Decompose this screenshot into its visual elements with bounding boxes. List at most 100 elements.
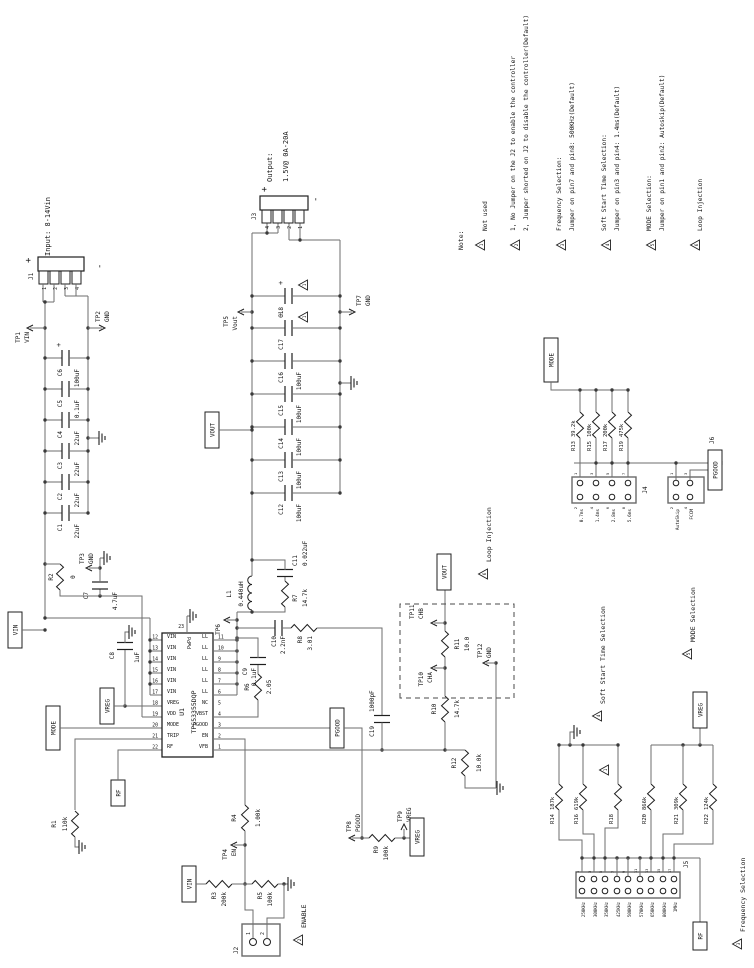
pin-number: 2	[53, 287, 59, 290]
label: 110k	[62, 816, 69, 831]
junction-dot	[592, 856, 596, 860]
label: TP11	[409, 604, 416, 619]
label: R11	[454, 638, 461, 649]
pin-number: 4	[75, 287, 81, 290]
note-flag-icon	[731, 938, 742, 950]
connector-j4-pin	[608, 479, 616, 487]
junction-dot	[250, 458, 254, 462]
ic-pad-name: PwPd	[187, 637, 193, 649]
label: C10	[271, 636, 278, 647]
ic-pin-number: 10	[218, 646, 224, 652]
pin-number: 3	[683, 473, 688, 475]
pin-number: 2	[573, 507, 578, 509]
component-value: 22uF	[74, 524, 81, 539]
junction-dot	[148, 682, 152, 686]
connector-ref: J3	[251, 212, 258, 220]
pin-number: 15	[657, 869, 661, 873]
pin-number: 1	[298, 226, 304, 229]
label: 100uF	[296, 405, 303, 423]
label: 124k	[704, 796, 710, 810]
ic-pin-number: 11	[218, 635, 224, 641]
label: TP1	[15, 332, 22, 343]
junction-dot	[594, 461, 598, 465]
resistor-symbol	[575, 411, 585, 439]
label: 100uF	[296, 438, 303, 456]
ic-part-number: TPS53355DQP	[190, 690, 198, 733]
label: C15	[278, 405, 285, 416]
connector-j2-body	[241, 923, 281, 957]
label: 100k	[587, 423, 593, 437]
net-label: VREG	[105, 699, 111, 713]
jumper-option-label: 570KHz	[639, 902, 644, 918]
label: TP10	[418, 672, 425, 687]
label: R22	[704, 814, 710, 824]
label: TP5	[223, 316, 230, 327]
resistor-symbol	[55, 563, 65, 591]
connector-j6-body	[667, 476, 705, 504]
label: R2	[48, 573, 55, 581]
net-label: PGOOD	[713, 461, 719, 479]
resistor-symbol	[240, 804, 250, 832]
jumper-option-label: 350KHz	[604, 902, 609, 918]
pin-number: 1	[669, 472, 674, 475]
junction-dot	[43, 511, 47, 515]
junction-dot	[43, 616, 47, 620]
junction-dot	[250, 428, 254, 432]
connector-j5-pin	[636, 875, 644, 883]
connector-j4-pin	[608, 493, 616, 501]
label: C11	[292, 555, 299, 566]
test-point-icon	[481, 659, 490, 667]
label: 2.2nF	[280, 636, 287, 654]
resistor-symbol	[613, 783, 623, 811]
junction-dot	[578, 388, 582, 392]
resistor-symbol	[440, 630, 450, 658]
junction-dot	[265, 231, 269, 235]
label: 1000pF	[369, 690, 376, 712]
note-flag-number: 2	[514, 243, 520, 246]
net-label: RF	[698, 932, 704, 939]
plus-mark: +	[277, 281, 285, 285]
ic-pin-number: 23	[178, 624, 184, 630]
ic-pin-name: MODE	[167, 722, 179, 728]
label: 2.05	[266, 679, 273, 694]
label: C18	[278, 307, 285, 318]
ic-pin-name: TRIP	[167, 733, 179, 739]
ic-ref: U1	[178, 708, 186, 716]
note-flag-number: 4	[605, 243, 611, 246]
junction-dot	[674, 461, 678, 465]
label: R4	[231, 814, 238, 822]
resistor-symbol	[646, 783, 656, 811]
component-value: 22uF	[74, 431, 81, 446]
label: C9	[242, 668, 249, 676]
note-flag-icon	[509, 239, 520, 251]
net-label: RF	[116, 789, 122, 796]
pin-number: 1	[42, 287, 48, 290]
ic-pin-number: 3	[218, 723, 221, 729]
component-value: 22uF	[74, 493, 81, 508]
wire	[74, 837, 79, 848]
note-flag-number: 1	[479, 243, 485, 246]
note-flag-icon	[689, 239, 700, 251]
junction-dot	[86, 356, 90, 360]
connector-j5-pin	[647, 887, 655, 895]
note-flag-number: 6	[482, 572, 488, 575]
note-text: 1, No Jumper on the J2 to enable the con…	[510, 56, 517, 231]
connector-j1-pin	[38, 270, 49, 285]
junction-dot	[672, 856, 676, 860]
test-point-icon	[84, 564, 93, 572]
label: 100k	[383, 846, 390, 861]
connector-j1-pin	[60, 270, 71, 285]
caption: Frequency Selection	[739, 858, 747, 932]
label: R3	[211, 892, 218, 900]
connector-j5-pin	[613, 875, 621, 883]
label: TP4	[222, 849, 229, 860]
connector-j4-pin	[624, 479, 632, 487]
jumper-option-label: 1MHz	[673, 902, 678, 913]
connector-j5-pin	[659, 875, 667, 883]
connector-j5-pin	[590, 875, 598, 883]
wire	[252, 559, 286, 570]
label: R1	[51, 820, 58, 828]
junction-dot	[661, 856, 665, 860]
connector-j3-pin	[294, 209, 305, 224]
label: R9	[373, 846, 380, 854]
